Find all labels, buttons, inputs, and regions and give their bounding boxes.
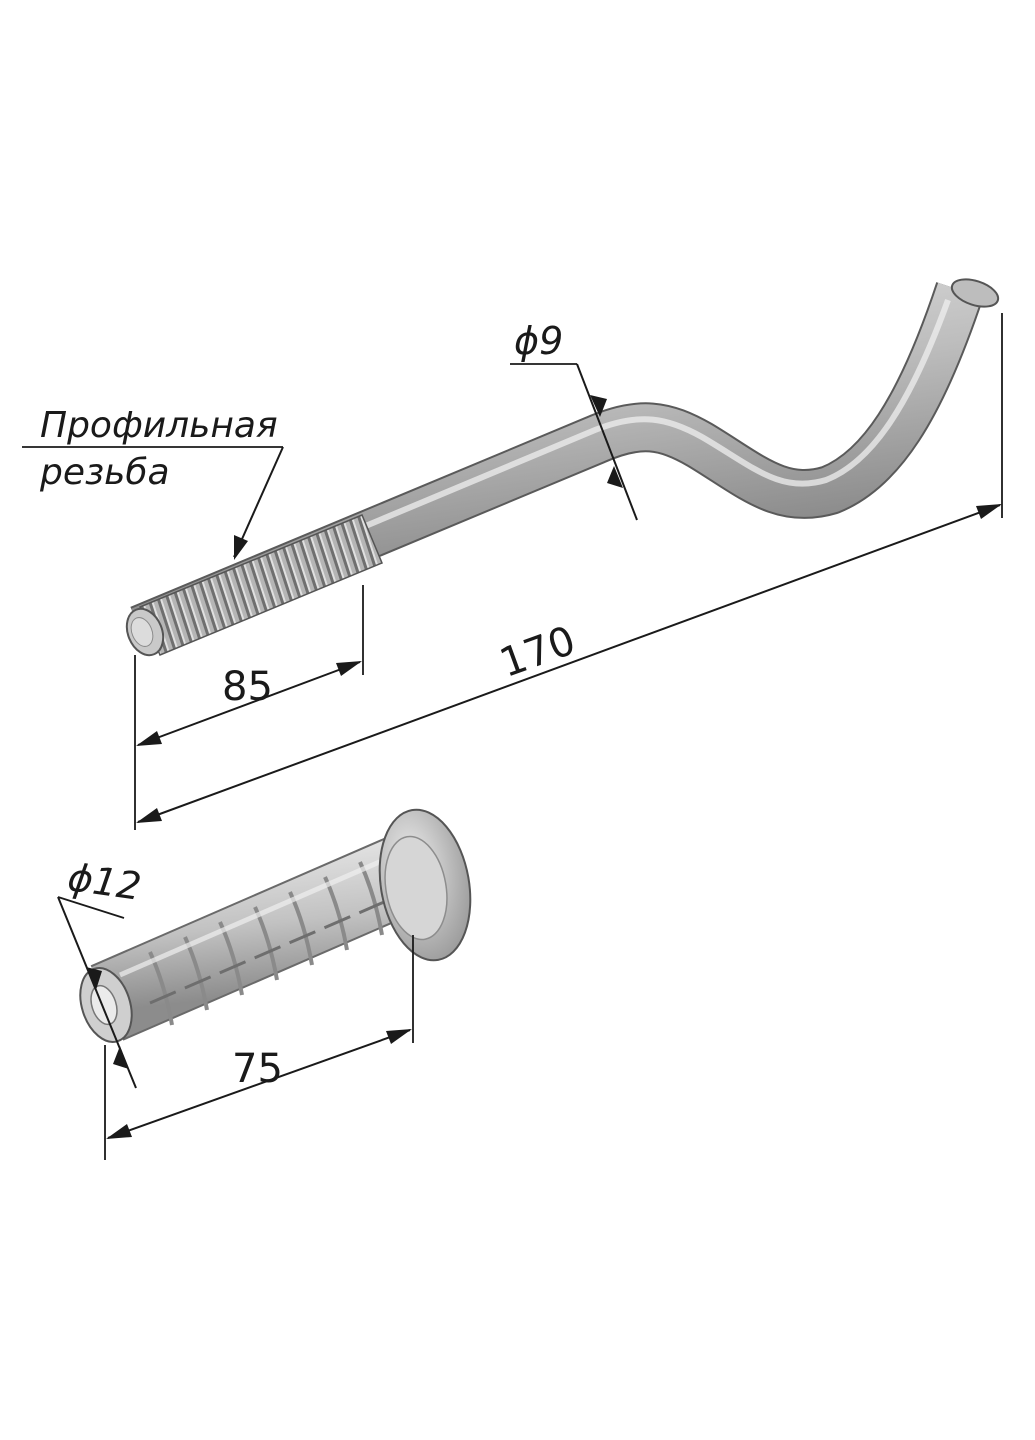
dowel-slot: [149, 891, 406, 1005]
plastic-dowel: [79, 808, 472, 1043]
thread-note-line1: Профильная: [40, 405, 278, 446]
dowel-highlight: [119, 850, 401, 978]
dimension-dowel-length: 75: [104, 935, 414, 1160]
dowel-length-label: 75: [232, 1046, 283, 1092]
bolt-diameter-label: ϕ9: [514, 319, 563, 363]
dimension-bolt-diameter: ϕ9: [510, 319, 638, 521]
bolt-thread: [139, 514, 383, 656]
callout-thread-note: Профильная резьба: [22, 405, 284, 560]
dimension-thread-length: 85: [134, 585, 364, 830]
dimension-dowel-diameter: ϕ12: [57, 855, 144, 1089]
dowel-collar-inner: [384, 835, 448, 941]
anchor-bolt: [125, 278, 1000, 657]
dowel-body: [91, 834, 429, 1039]
thread-length-label: 85: [222, 664, 273, 710]
dowel-diameter-label: ϕ12: [65, 855, 144, 909]
bolt-highlight: [158, 298, 951, 615]
bolt-length-label: 170: [494, 618, 581, 687]
bolt-rod: [131, 282, 982, 652]
bolt-end-chamfer: [130, 617, 154, 647]
thread-note-line2: резьба: [39, 452, 170, 493]
bolt-top-end: [950, 278, 1000, 308]
